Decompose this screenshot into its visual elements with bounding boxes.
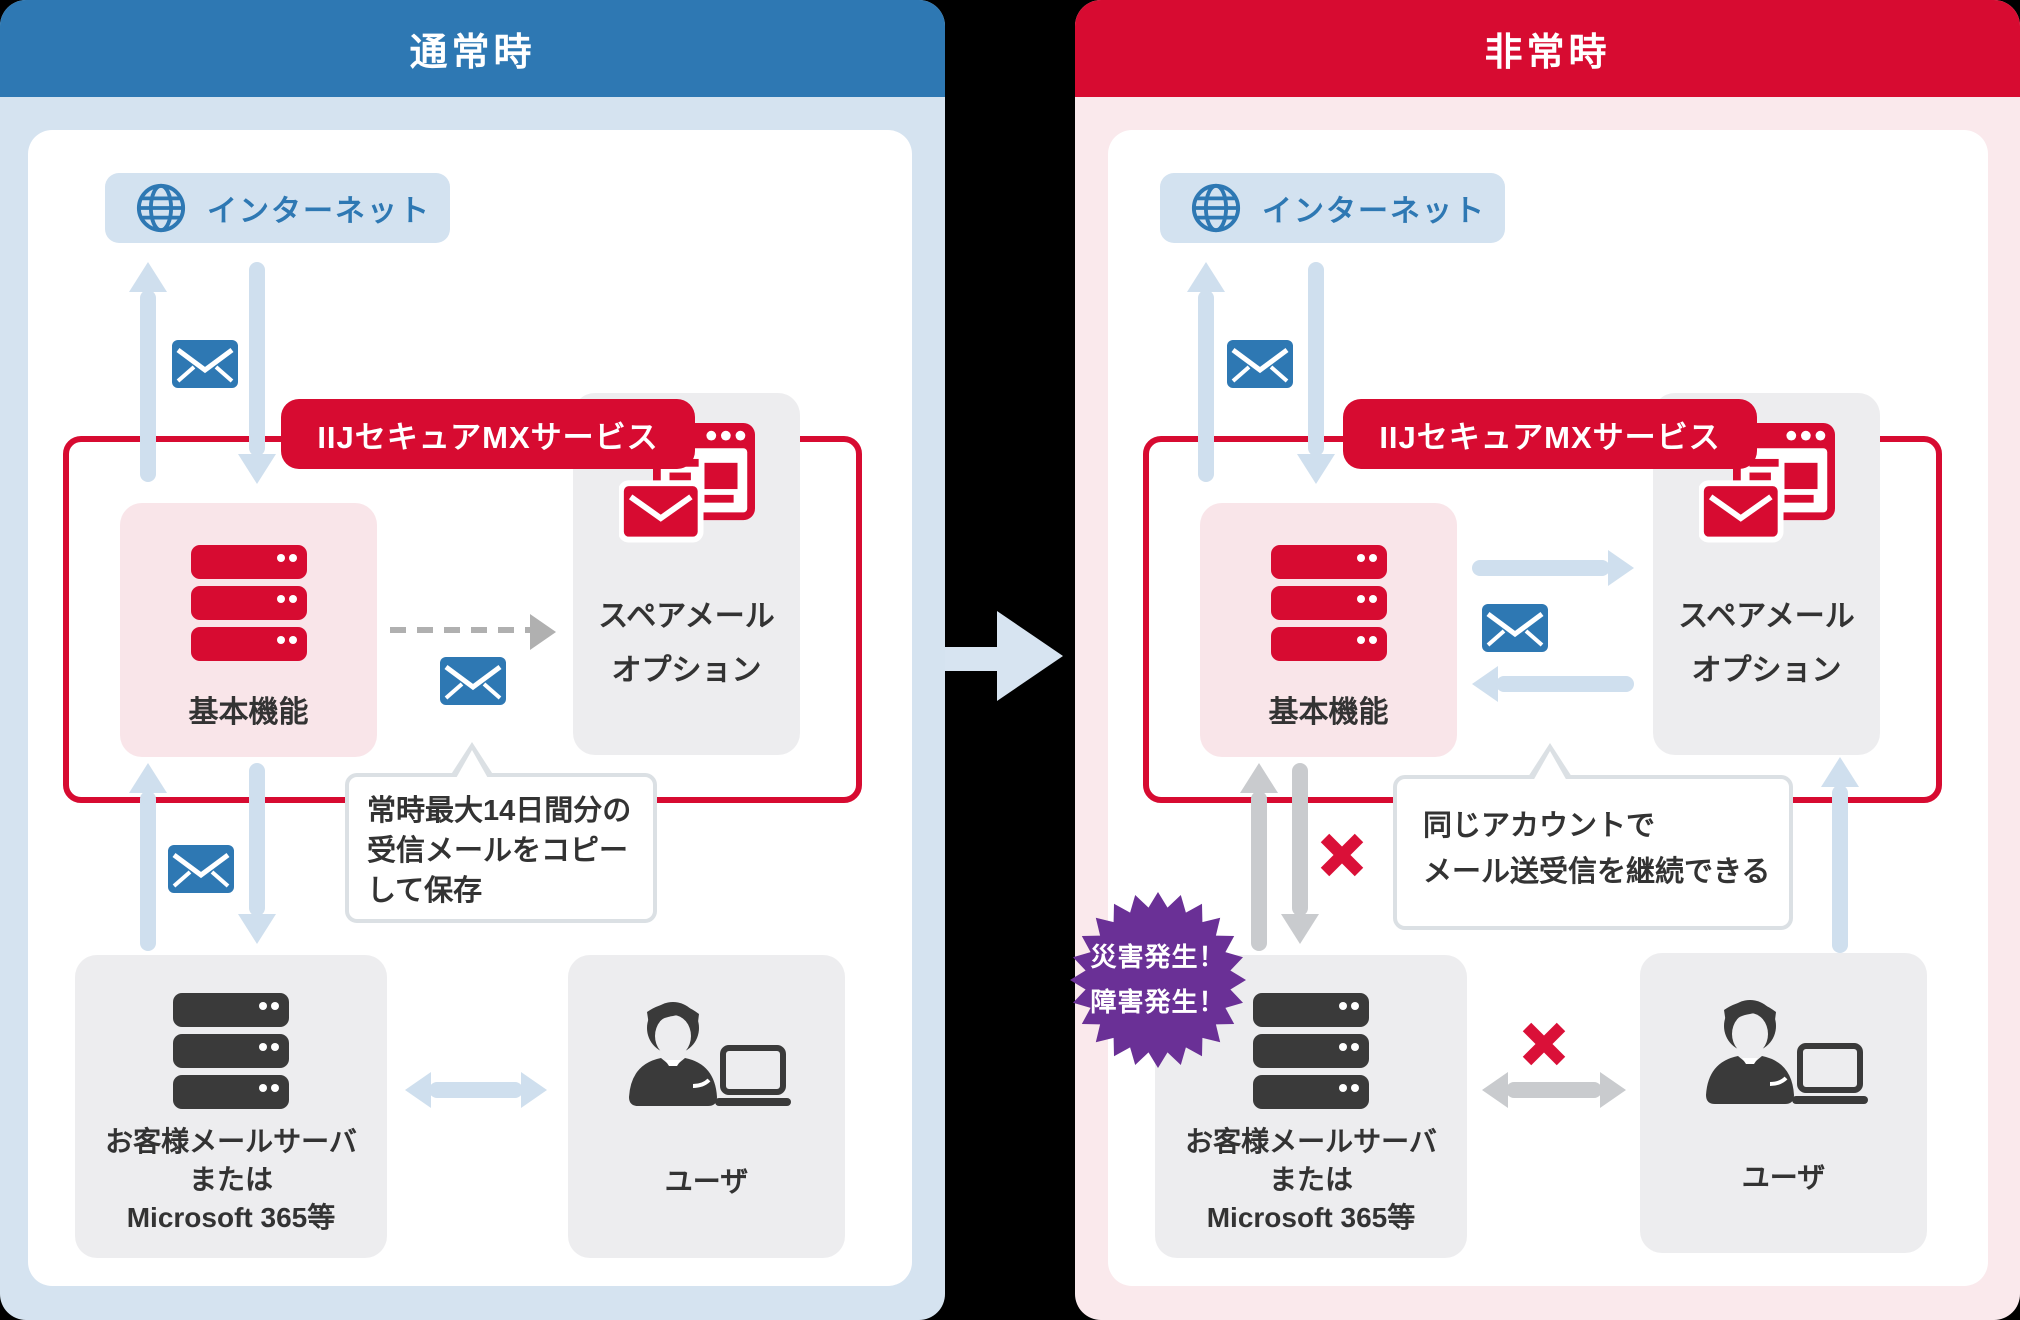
arrow-up-icon [129,262,167,292]
arrow-up-icon [1240,763,1278,793]
customer-server-label: お客様メールサーバ または Microsoft 365等 [105,1123,357,1237]
customer-server-line3: Microsoft 365等 [126,1202,336,1233]
retention-callout: 常時最大14日間分の 受信メールをコピー して保存 [345,773,657,923]
starburst-icon [1070,892,1246,1068]
dark-server-icon [173,993,289,1109]
spare-mail-label-2: オプション [1691,654,1842,687]
service-badge-left: IIJセキュアMXサービス [281,399,695,469]
left-panel-header: 通常時 [0,0,945,97]
globe-icon [136,183,186,233]
arrow-up-shaft [1198,290,1214,482]
copy-arrow-shaft [390,627,530,633]
arrow-down-shaft [1292,763,1308,916]
internet-label: インターネット [207,195,431,228]
arrow-shaft [429,1082,523,1098]
internet-pill-right: インターネット [1160,173,1505,243]
basic-function-box-left: 基本機能 [120,503,377,757]
webmail-icon [618,423,755,543]
arrow-up-icon [1821,757,1859,787]
spare-mail-box-right: スペアメール オプション [1653,393,1880,755]
customer-server-box-left: お客様メールサーバ または Microsoft 365等 [75,955,387,1258]
user-box-right: ユーザ [1640,953,1927,1253]
left-panel-title: 通常時 [409,32,536,74]
spare-mail-label-1: スペアメール [1678,600,1855,633]
arrow-left-shaft [1496,676,1634,692]
customer-server-line2: または [188,1164,273,1195]
spare-mail-box-left: スペアメール オプション [573,393,800,755]
webmail-icon [1698,423,1835,543]
arrow-up-shaft [1832,785,1848,953]
arrow-down-icon [1297,454,1335,484]
arrow-down-icon [238,914,276,944]
customer-server-line1: お客様メールサーバ [105,1126,357,1157]
callout-pointer-inner [455,750,489,780]
arrow-left-icon [1472,666,1498,702]
arrow-up-shaft [1251,791,1267,951]
arrow-up-icon [1187,262,1225,292]
arrow-right-icon [1608,550,1634,586]
envelope-icon [1482,604,1548,652]
alert-text: 災害発生！ 障害発生！ [1073,930,1243,1030]
customer-server-line3: Microsoft 365等 [1206,1202,1416,1233]
transition-arrow-shaft [945,647,999,671]
arrow-right-icon [1600,1072,1626,1108]
arrow-left-icon [405,1072,431,1108]
envelope-icon [168,845,234,893]
arrow-down-shaft [249,262,265,456]
retention-callout-line1: 常時最大14日間分の [367,795,632,827]
dark-server-icon [1253,993,1369,1109]
alert-line1: 災害発生！ [1090,942,1226,972]
service-badge-right: IIJセキュアMXサービス [1343,399,1757,469]
internet-label: インターネット [1262,195,1486,228]
right-panel-header: 非常時 [1075,0,2020,97]
service-badge-label: IIJセキュアMXサービス [317,419,659,455]
arrow-shaft [1506,1082,1602,1098]
arrow-right-icon [521,1072,547,1108]
service-badge-label: IIJセキュアMXサービス [1379,419,1721,455]
copy-arrow-head-icon [530,614,556,650]
arrow-right-shaft [1472,560,1610,576]
envelope-icon [440,657,506,705]
right-panel-title: 非常時 [1484,32,1611,74]
spare-mail-label-1: スペアメール [598,600,775,633]
transition-arrow-icon [997,611,1063,701]
red-server-icon [190,545,307,661]
arrow-up-icon [129,763,167,793]
continuity-callout-line2: メール送受信を継続できる [1423,856,1771,888]
arrow-left-icon [1482,1072,1508,1108]
basic-function-box-right: 基本機能 [1200,503,1457,757]
envelope-icon [1227,340,1293,388]
continuity-callout-line1: 同じアカウントで [1423,810,1656,842]
user-box-left: ユーザ [568,955,845,1258]
envelope-icon [172,340,238,388]
callout-pointer-inner [1533,751,1567,781]
arrow-down-icon [1281,914,1319,944]
globe-icon [1191,183,1241,233]
customer-server-label: お客様メールサーバ または Microsoft 365等 [1185,1123,1437,1237]
person-laptop-icon [628,1002,791,1106]
basic-function-label: 基本機能 [1268,696,1389,729]
internet-pill-left: インターネット [105,173,450,243]
x-mark-icon [1522,1022,1566,1066]
customer-server-line1: お客様メールサーバ [1185,1126,1437,1157]
alert-line2: 障害発生！ [1090,987,1226,1017]
red-server-icon [1270,545,1387,661]
arrow-down-icon [238,454,276,484]
person-laptop-icon [1705,1000,1868,1104]
x-mark-icon [1320,833,1364,877]
arrow-up-shaft [140,791,156,951]
user-label: ユーザ [664,1166,749,1197]
spare-mail-label-2: オプション [611,654,762,687]
continuity-callout: 同じアカウントで メール送受信を継続できる [1393,775,1793,930]
arrow-down-shaft [1308,262,1324,456]
arrow-down-shaft [249,763,265,916]
retention-callout-line3: して保存 [367,875,483,907]
customer-server-line2: または [1268,1164,1353,1195]
arrow-up-shaft [140,290,156,482]
user-label: ユーザ [1741,1162,1826,1193]
basic-function-label: 基本機能 [188,696,309,729]
retention-callout-line2: 受信メールをコピー [367,835,629,867]
